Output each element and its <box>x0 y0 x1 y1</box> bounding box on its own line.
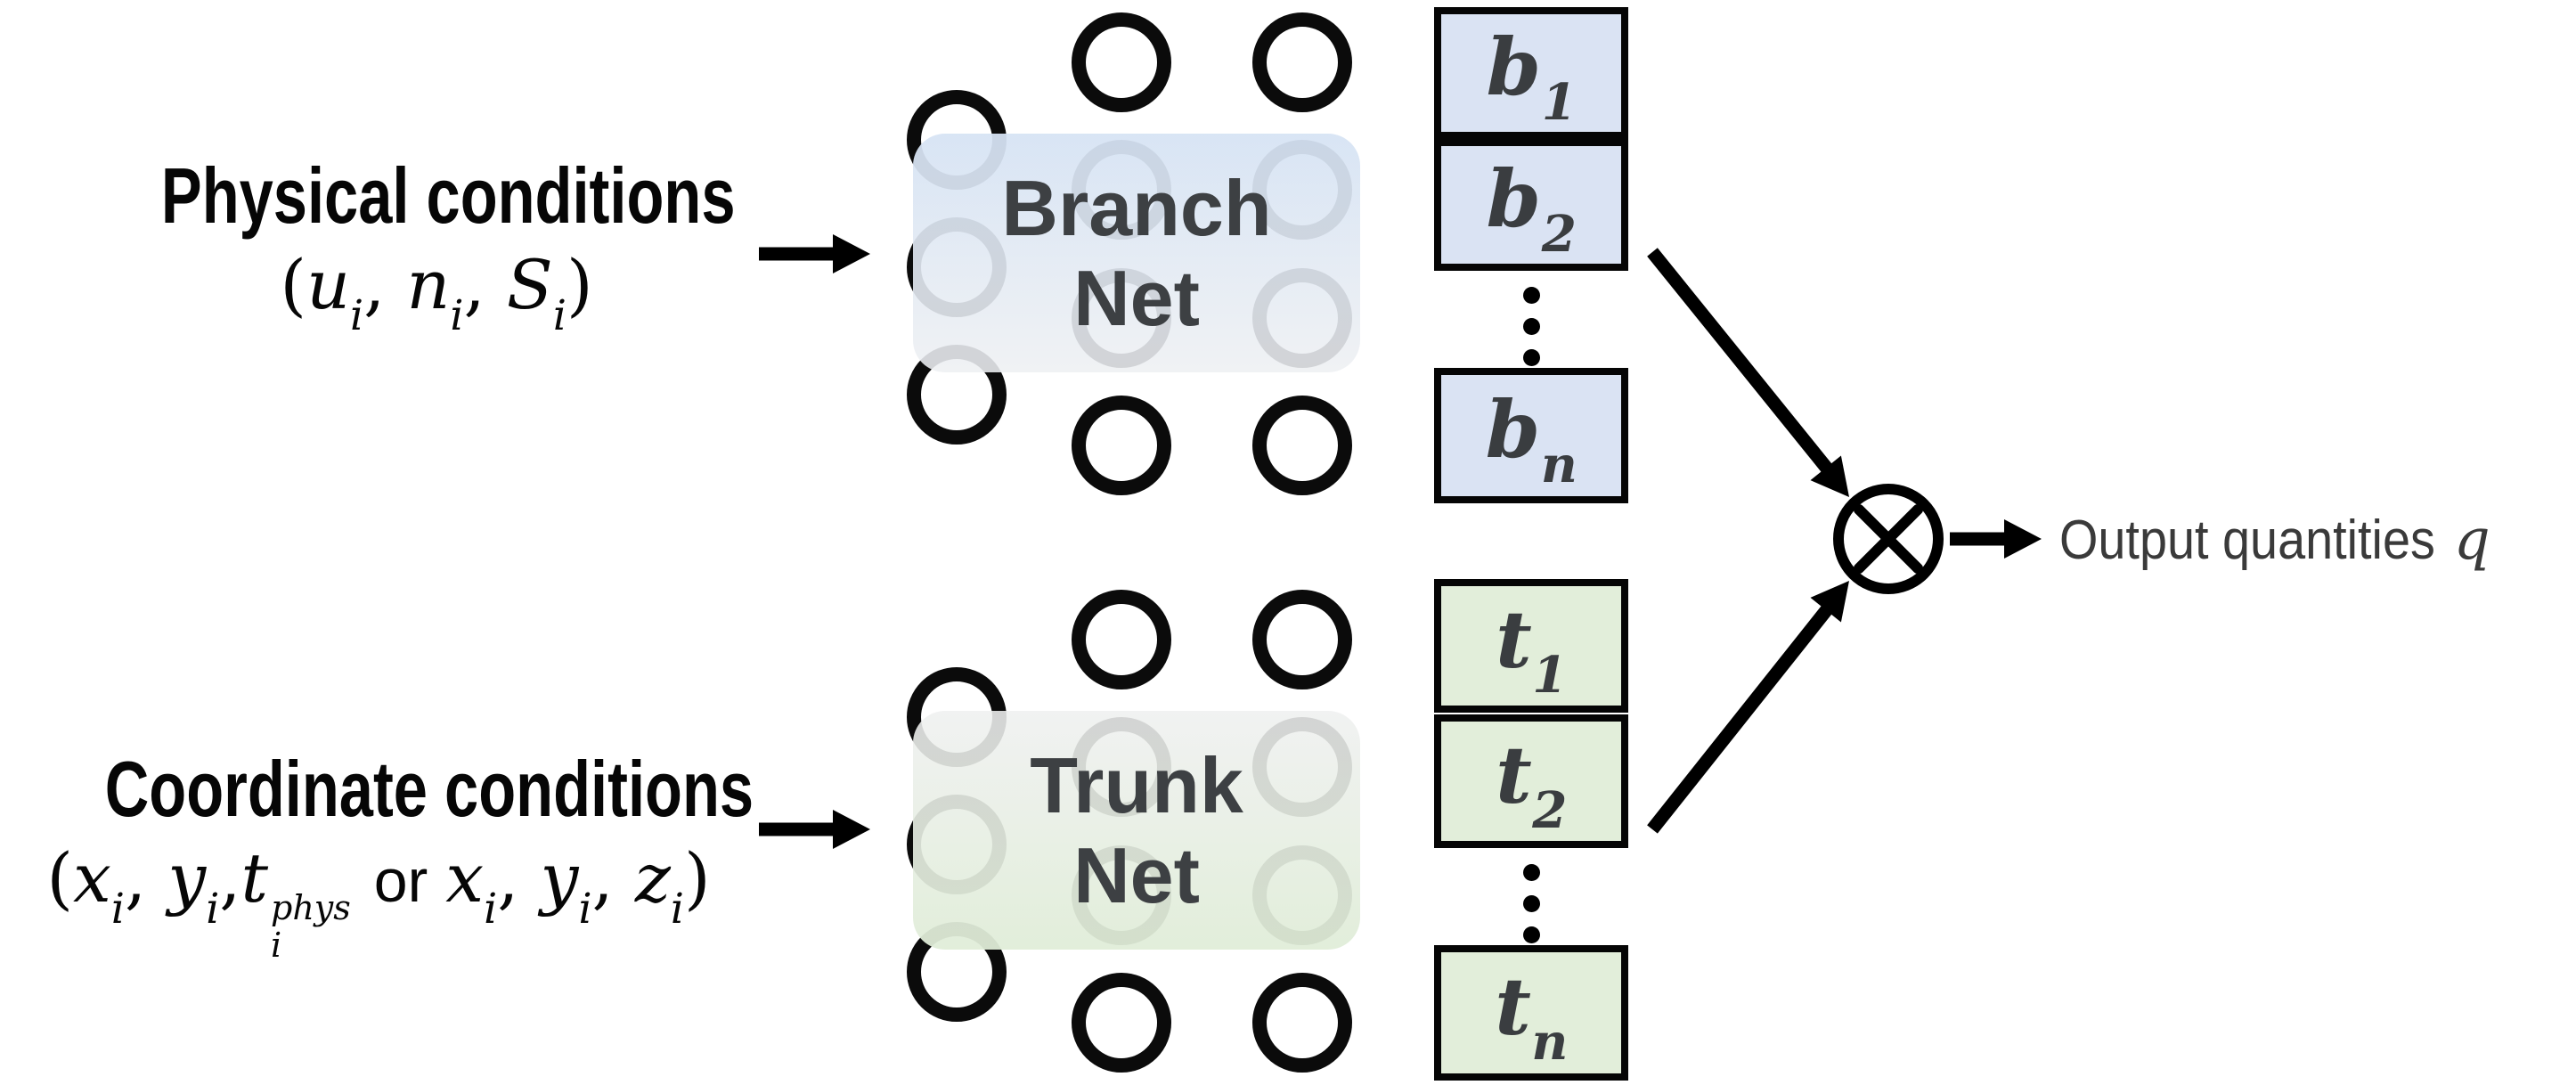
paren-close: ) <box>684 838 711 918</box>
trunk-output-t2: t2 <box>1434 714 1628 848</box>
dot <box>1522 864 1540 881</box>
branch-net-label-line1: Branch <box>1001 163 1272 252</box>
bn-label: bn <box>1485 382 1577 495</box>
sub-i: i <box>484 884 498 934</box>
coordinate-conditions-title: Coordinate conditions <box>104 745 754 833</box>
branch-output-b1: b1 <box>1434 7 1628 139</box>
output-quantities-symbol-q: q <box>2453 507 2490 573</box>
dot <box>1522 926 1540 943</box>
sub-i: i <box>578 884 592 934</box>
var-y: y <box>167 838 207 918</box>
sub-i: i <box>110 884 125 934</box>
paren-open: ( <box>280 245 307 324</box>
sub-i: i <box>450 290 464 340</box>
paren-open: ( <box>46 838 73 918</box>
dot <box>1522 895 1540 912</box>
vertical-ellipsis-branch <box>1505 287 1557 366</box>
var-n: n <box>406 245 451 324</box>
trunk-output-t1: t1 <box>1434 579 1628 713</box>
arrow-physical-to-branch <box>759 234 870 273</box>
comma: , <box>591 838 635 918</box>
trunk-net-label: Trunk Net <box>913 711 1360 950</box>
sub-i: i <box>271 926 282 966</box>
physical-conditions-title: Physical conditions <box>160 151 736 240</box>
arrow-multiply-to-output <box>1950 519 2042 559</box>
var-x: x <box>72 838 111 918</box>
arrow-branch-to-multiply <box>1647 248 1849 497</box>
t2-label: t2 <box>1496 728 1568 841</box>
trunk-net-label-line2: Net <box>1073 831 1200 919</box>
dot <box>1522 318 1540 335</box>
comma: , <box>124 838 168 918</box>
vertical-ellipsis-trunk <box>1505 864 1557 943</box>
trunk-output-tn: tn <box>1434 945 1628 1081</box>
or-text: or <box>373 847 428 915</box>
var-z: z <box>634 838 671 918</box>
comma: , <box>463 245 507 324</box>
dot <box>1522 287 1540 304</box>
comma: , <box>363 245 407 324</box>
var-S: S <box>506 245 553 324</box>
physical-conditions-label: Physical conditions (ui, ni, Si) <box>80 151 793 337</box>
sup-phys: phys <box>271 887 351 927</box>
neuron <box>1072 12 1171 112</box>
arrows <box>759 234 2042 849</box>
branch-output-b2: b2 <box>1434 139 1628 271</box>
arrow-trunk-to-multiply <box>1647 581 1849 834</box>
t1-label: t1 <box>1496 592 1568 706</box>
branch-net-box <box>913 134 1360 372</box>
comma: , <box>497 838 541 918</box>
neuron <box>1252 396 1352 495</box>
dot <box>1522 349 1540 366</box>
var-x: x <box>445 838 485 918</box>
sub-i: i <box>350 290 364 340</box>
branch-output-bn: bn <box>1434 368 1628 503</box>
var-t: t <box>240 838 268 918</box>
var-u: u <box>306 245 351 324</box>
output-quantities-text: Output quantities <box>2059 509 2435 571</box>
neuron <box>1252 973 1352 1073</box>
neuron <box>1072 396 1171 495</box>
comma: , <box>219 838 241 918</box>
b1-label: b1 <box>1486 20 1577 133</box>
sub-i: i <box>206 884 220 934</box>
output-quantities-label: Output quantities q <box>2059 504 2490 575</box>
sub-i: i <box>670 884 684 934</box>
b2-label: b2 <box>1486 151 1577 265</box>
trunk-net-box <box>913 711 1360 950</box>
neuron <box>1252 590 1352 689</box>
branch-net-label-line2: Net <box>1073 254 1200 342</box>
physical-conditions-math: (ui, ni, Si) <box>80 245 793 337</box>
var-y: y <box>540 838 579 918</box>
paren-close: ) <box>566 245 593 324</box>
neuron <box>1252 12 1352 112</box>
arrow-coordinate-to-trunk <box>759 810 870 849</box>
multiply-operator-icon <box>1833 484 1944 594</box>
neuron <box>1072 973 1171 1073</box>
trunk-net-label-line1: Trunk <box>1030 740 1243 829</box>
tn-label: tn <box>1495 959 1569 1073</box>
branch-net-label: Branch Net <box>913 134 1360 372</box>
neuron <box>1072 590 1171 689</box>
sub-i: i <box>552 290 567 340</box>
